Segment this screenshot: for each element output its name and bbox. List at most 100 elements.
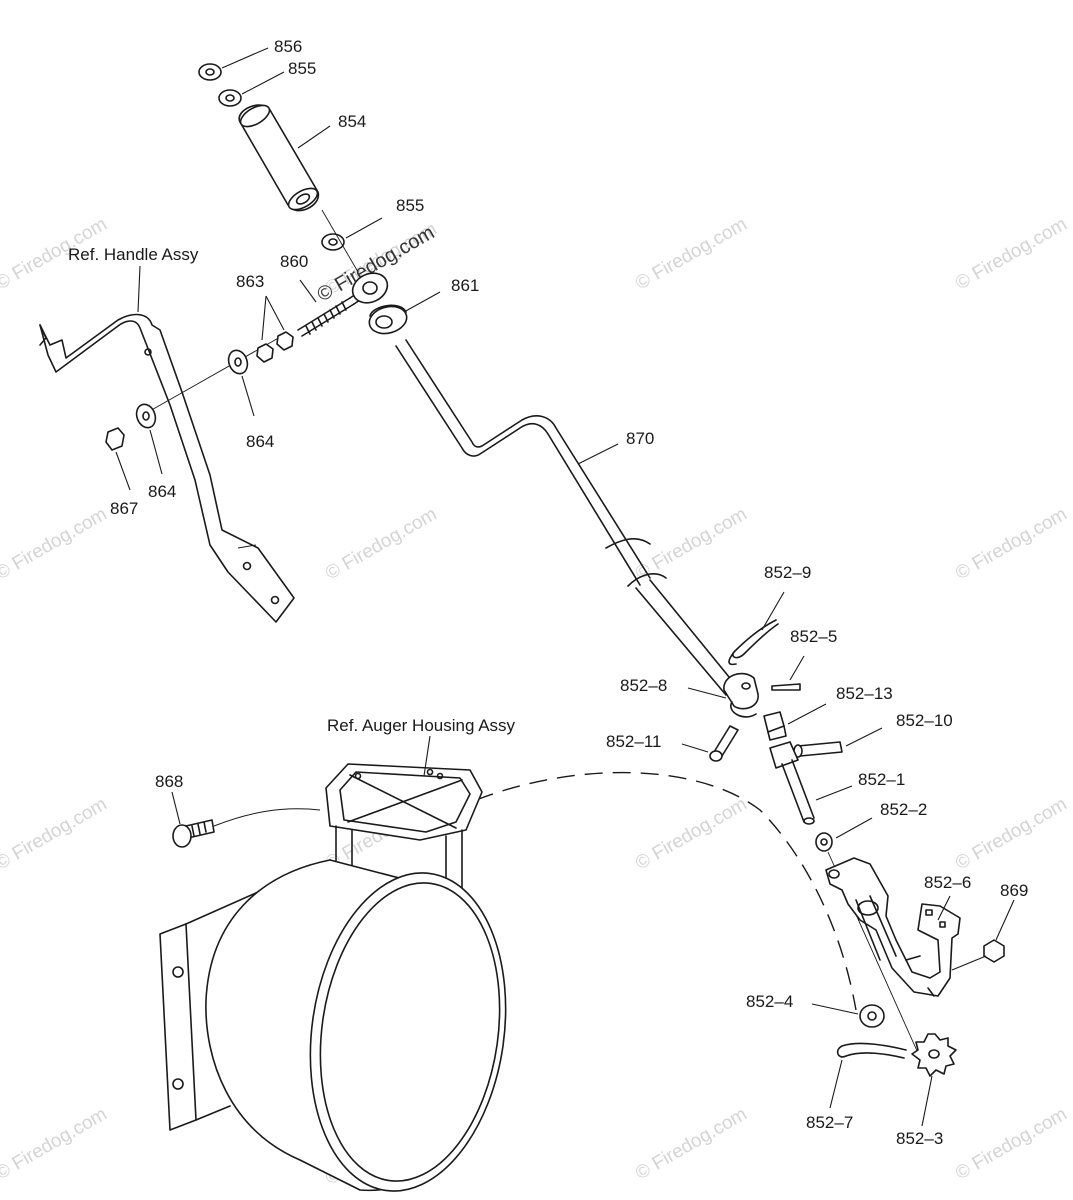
leader-852-7 [829,1059,843,1109]
leader-852-9 [761,591,785,631]
washer-hole [328,238,338,246]
watermark: © Firedog.com [632,214,751,295]
leader-852-6 [937,895,951,921]
bracket-hole [857,900,879,916]
leader-860 [299,279,317,303]
housing-hole [426,768,434,776]
handle-hole [270,595,280,605]
handle-bend-line [237,544,257,549]
centerline [321,209,359,273]
part-label-864: 864 [246,432,274,451]
eye-bolt-860-eye [351,272,389,304]
leader-869 [995,899,1015,941]
handle-hardware [105,272,389,451]
washer-hole [867,1011,877,1021]
centerline [951,955,987,971]
nut-863-icon [256,343,274,363]
flange-hole [172,966,184,978]
sleeve-854-bore [295,193,311,205]
bracket-slot [925,909,933,916]
part-label-852-13: 852–13 [836,684,893,703]
shaft-break-top [605,537,651,549]
watermark: © Firedog.com [322,504,441,585]
leader-lines [115,47,1015,1127]
bushing-861-edge [369,304,407,317]
watermark: © Firedog.com [632,794,751,875]
bracket-slot [939,921,946,928]
handle-hole [144,348,152,356]
leader-870 [577,443,619,465]
bracket-852-6-drawing [825,857,961,997]
clevis-hole [741,682,751,690]
handle-hole [242,561,252,571]
part-label-852-5: 852–5 [790,627,837,646]
flange-hole [172,1078,184,1090]
shaft-870-edge [405,339,651,579]
leader-855b [345,217,383,239]
washer-855-upper-icon [218,89,242,107]
leader-852-8 [687,687,727,699]
watermark: © Firedog.com [952,1104,1071,1185]
part-label-852-11: 852–11 [606,732,661,751]
eye-bolt-860-eye-hole [362,281,378,295]
gear-852-3-icon [911,1033,957,1077]
washer-864-upper-icon [227,349,249,375]
part-label-852-3: 852–3 [896,1129,943,1148]
upper-shaft-parts [198,63,408,335]
leader-852-10 [845,727,883,747]
assembly-path-dashed [475,771,857,1011]
ref-auger-housing-label: Ref. Auger Housing Assy [327,716,516,735]
washer-hole [142,411,150,421]
housing-drum-rim [319,882,501,1182]
leader-852-1 [815,785,853,801]
rod-852-1-edge [791,759,815,819]
bracket-hole [828,869,840,879]
leader-855a [241,71,285,95]
swivel-852-13-detail [767,725,787,741]
part-label-852-1: 852–1 [858,770,905,789]
leader-861 [403,291,441,313]
nut-863-icon [276,331,294,351]
part-label-852-4: 852–4 [746,992,793,1011]
bushing-861-hole [375,315,393,329]
leader-867 [115,451,131,491]
washer-864-lower-icon [135,403,157,429]
auger-housing-drawing [159,763,857,1192]
leader-ref-handle [137,265,141,313]
leader-ref-auger [423,735,431,777]
housing-top-plate-inner [339,771,471,833]
clip-852-7-icon [836,1042,907,1059]
watermark: © Firedog.com [0,794,111,875]
leader-864a [241,375,255,417]
bolt-852-11-head [709,750,723,762]
shaft-870-drawing [395,339,739,696]
handle-bar-edge [39,324,47,346]
hairpin-852-9-icon [728,619,779,666]
washer-852-2-icon [815,832,833,852]
shaft-870-lower-edge [635,587,727,696]
part-label-854: 854 [338,112,366,131]
handle-assembly-drawing [39,313,295,623]
part-labels: Ref. Handle Assy Ref. Auger Housing Assy… [68,37,1028,1148]
bracket-edge [855,895,897,961]
leader-863 [261,295,267,341]
leader-864b [149,429,163,475]
leader-852-4 [811,1003,859,1015]
bracket-852-6-icon [825,857,961,997]
clevis-852-8-body [730,701,757,718]
leader-856 [221,47,269,69]
cap-856-icon [198,63,222,81]
watermark: © Firedog.com [952,214,1071,295]
shaft-break-bottom [627,573,667,587]
ref-handle-label: Ref. Handle Assy [68,245,199,264]
part-label-860: 860 [280,252,308,271]
gear-852-3-hub [928,1049,940,1059]
rod-852-1-edge [781,763,805,823]
lower-linkage [709,619,923,1063]
eye-bolt-860-thread [297,297,355,337]
part-label-855: 855 [288,59,316,78]
washer-hole [820,838,828,846]
leader-868 [171,791,181,825]
watermark: © Firedog.com [952,504,1071,585]
part-label-864: 864 [148,482,176,501]
